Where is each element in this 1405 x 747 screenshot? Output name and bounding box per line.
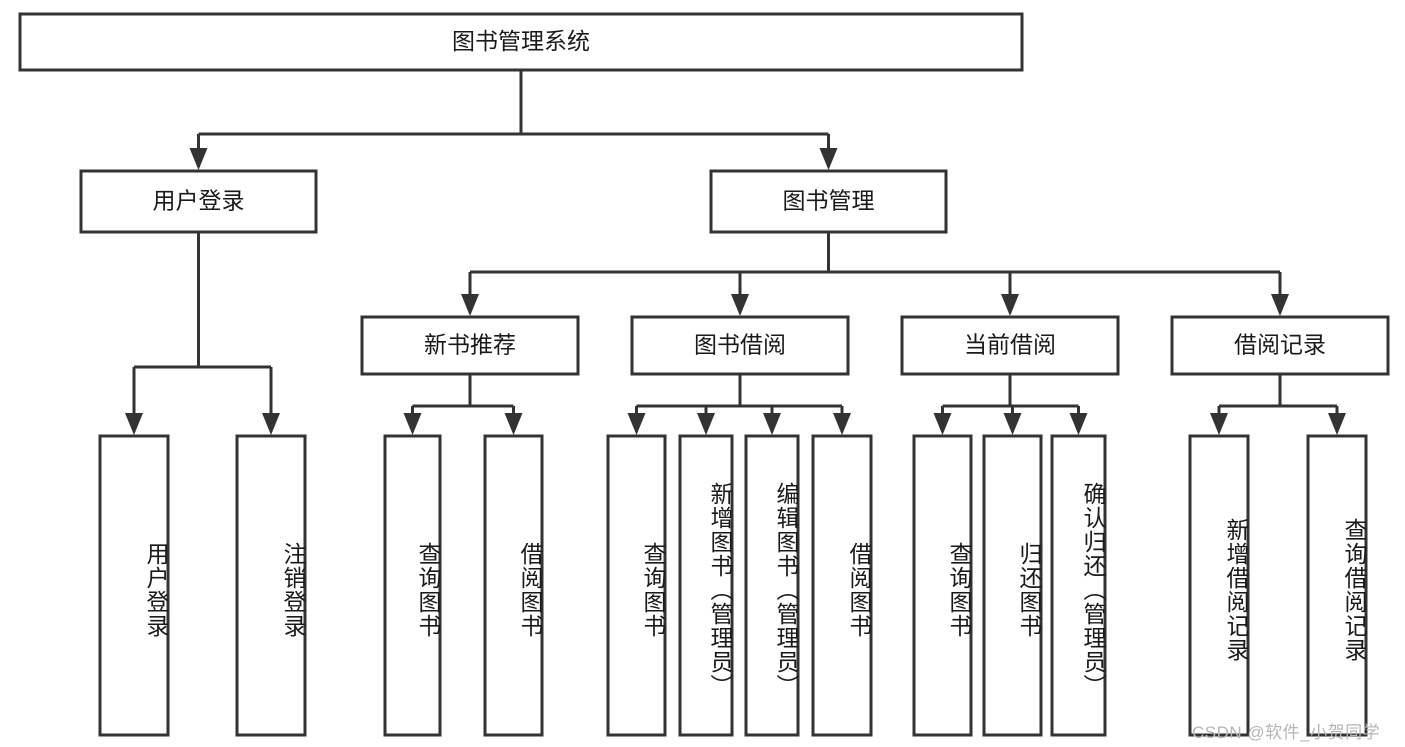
leaf-box-9 [982, 434, 1043, 737]
leaf-box-4 [606, 434, 667, 737]
root-label-0: 图书管理系统 [452, 28, 590, 54]
arrow-head-icon [1328, 413, 1346, 435]
level2-box-0 [79, 169, 318, 234]
leaf-box-10 [1050, 434, 1107, 737]
arrow-head-icon [504, 413, 523, 435]
leaf-box-12 [1306, 434, 1368, 737]
leaf-box-3 [483, 434, 544, 737]
arrow-head-icon [1069, 413, 1088, 435]
leaf-box-7 [811, 434, 873, 737]
arrow-head-icon [1001, 294, 1019, 316]
level2-label-0: 用户登录 [153, 188, 245, 214]
leaf-box-0 [98, 434, 170, 737]
level3-label-3: 借阅记录 [1234, 332, 1326, 358]
level3-box-1 [630, 315, 850, 376]
arrow-head-icon [403, 413, 422, 435]
arrow-head-icon [1271, 294, 1289, 316]
leaf-box-1 [235, 434, 307, 737]
leaf-box-8 [912, 434, 973, 737]
level2-box-1 [709, 169, 948, 234]
leaf-box-2 [383, 434, 442, 737]
level3-box-0 [360, 315, 580, 376]
leaf-box-6 [744, 434, 800, 737]
level3-label-1: 图书借阅 [694, 332, 786, 358]
arrow-head-icon [763, 413, 781, 435]
arrow-head-icon [125, 413, 143, 435]
level3-box-2 [900, 315, 1120, 376]
arrow-head-icon [461, 294, 479, 316]
arrow-head-icon [189, 148, 208, 170]
node-boxes [18, 12, 1390, 737]
leaf-box-5 [678, 434, 734, 737]
connector-lines [125, 70, 1346, 435]
arrow-head-icon [262, 413, 280, 435]
arrow-head-icon [1003, 413, 1022, 435]
level3-label-0: 新书推荐 [424, 332, 516, 358]
arrow-head-icon [697, 413, 715, 435]
root-box-0 [18, 12, 1024, 72]
arrow-head-icon [833, 413, 851, 435]
level2-label-1: 图书管理 [783, 188, 875, 214]
csdn-watermark: CSDN @软件_小贺同学 [1192, 723, 1381, 742]
arrow-head-icon [819, 148, 838, 170]
leaf-box-11 [1188, 434, 1250, 737]
level3-label-2: 当前借阅 [964, 332, 1056, 358]
arrow-head-icon [731, 294, 749, 316]
level3-box-3 [1170, 315, 1390, 376]
arrow-head-icon [933, 413, 952, 435]
arrow-head-icon [1210, 413, 1228, 435]
arrow-head-icon [627, 413, 646, 435]
